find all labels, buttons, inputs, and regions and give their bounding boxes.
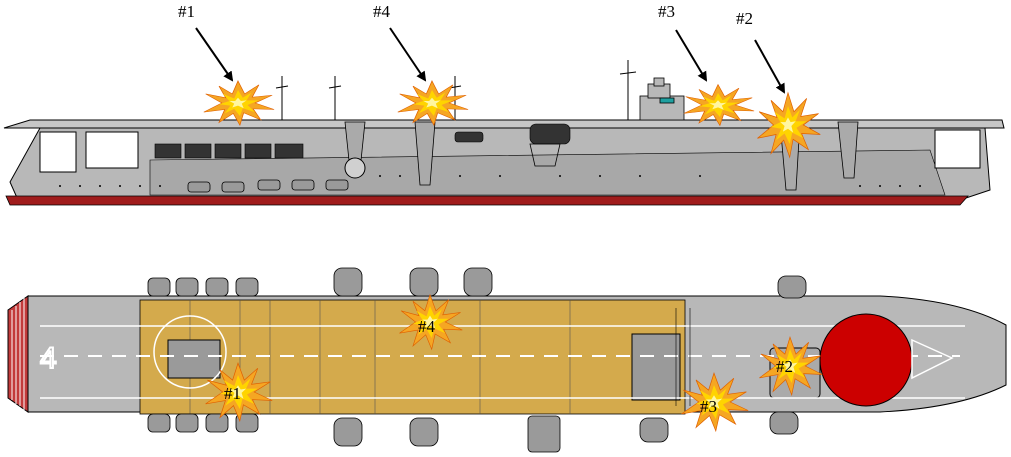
deck-hit-1-label: #1 xyxy=(224,384,241,403)
side-hit-2: #2 xyxy=(736,9,821,158)
deck-hit-4-label: #4 xyxy=(418,317,436,336)
side-hit-4-label: #4 xyxy=(373,2,391,21)
side-hit-4: #4 xyxy=(373,2,469,126)
side-hit-2-arrow xyxy=(754,39,785,94)
aa-gun-sponsons xyxy=(187,179,349,193)
side-hit-4-arrow xyxy=(389,27,427,82)
side-hit-3-explosion xyxy=(683,84,755,126)
side-hit-3-arrow xyxy=(675,29,708,82)
masts xyxy=(275,60,637,120)
deck-hit-2-label: #2 xyxy=(776,357,793,376)
hinomaru xyxy=(819,313,913,407)
deck-marking: 4 xyxy=(40,342,57,375)
side-hit-4-explosion xyxy=(397,80,469,126)
side-hit-3: #3 xyxy=(658,2,755,126)
mid-elevator xyxy=(631,333,681,401)
side-hit-1-arrow xyxy=(195,27,234,82)
stern-opening xyxy=(934,129,981,169)
plan-sponsons xyxy=(147,267,807,453)
aft-elevator xyxy=(167,339,221,379)
stern-stripes xyxy=(7,295,29,413)
bow-arrow-marking xyxy=(911,338,954,380)
deck-hit-3: #3 xyxy=(681,372,749,432)
bow-opening-2 xyxy=(85,131,139,169)
searchlight xyxy=(344,157,366,179)
side-profile xyxy=(3,60,1005,206)
bow-opening xyxy=(39,131,77,173)
waterline-red xyxy=(5,195,969,206)
side-hit-2-label: #2 xyxy=(736,9,753,28)
side-hit-1-label: #1 xyxy=(178,2,195,21)
side-hit-3-label: #3 xyxy=(658,2,675,21)
deck-hit-2: #2 xyxy=(758,336,823,396)
side-hit-1-explosion xyxy=(203,80,275,126)
deck-plan: 4 xyxy=(7,267,1007,453)
deck-hit-4: #4 xyxy=(398,294,463,350)
funnel xyxy=(529,143,561,167)
hangar-panels xyxy=(154,123,571,159)
island xyxy=(639,77,685,121)
arrester-ladder xyxy=(675,308,691,406)
landing-circle xyxy=(153,315,227,389)
portholes xyxy=(59,175,921,187)
side-hit-1: #1 xyxy=(178,2,275,126)
deck-hit-3-label: #3 xyxy=(700,397,717,416)
deck-hit-1: #1 xyxy=(205,362,273,422)
